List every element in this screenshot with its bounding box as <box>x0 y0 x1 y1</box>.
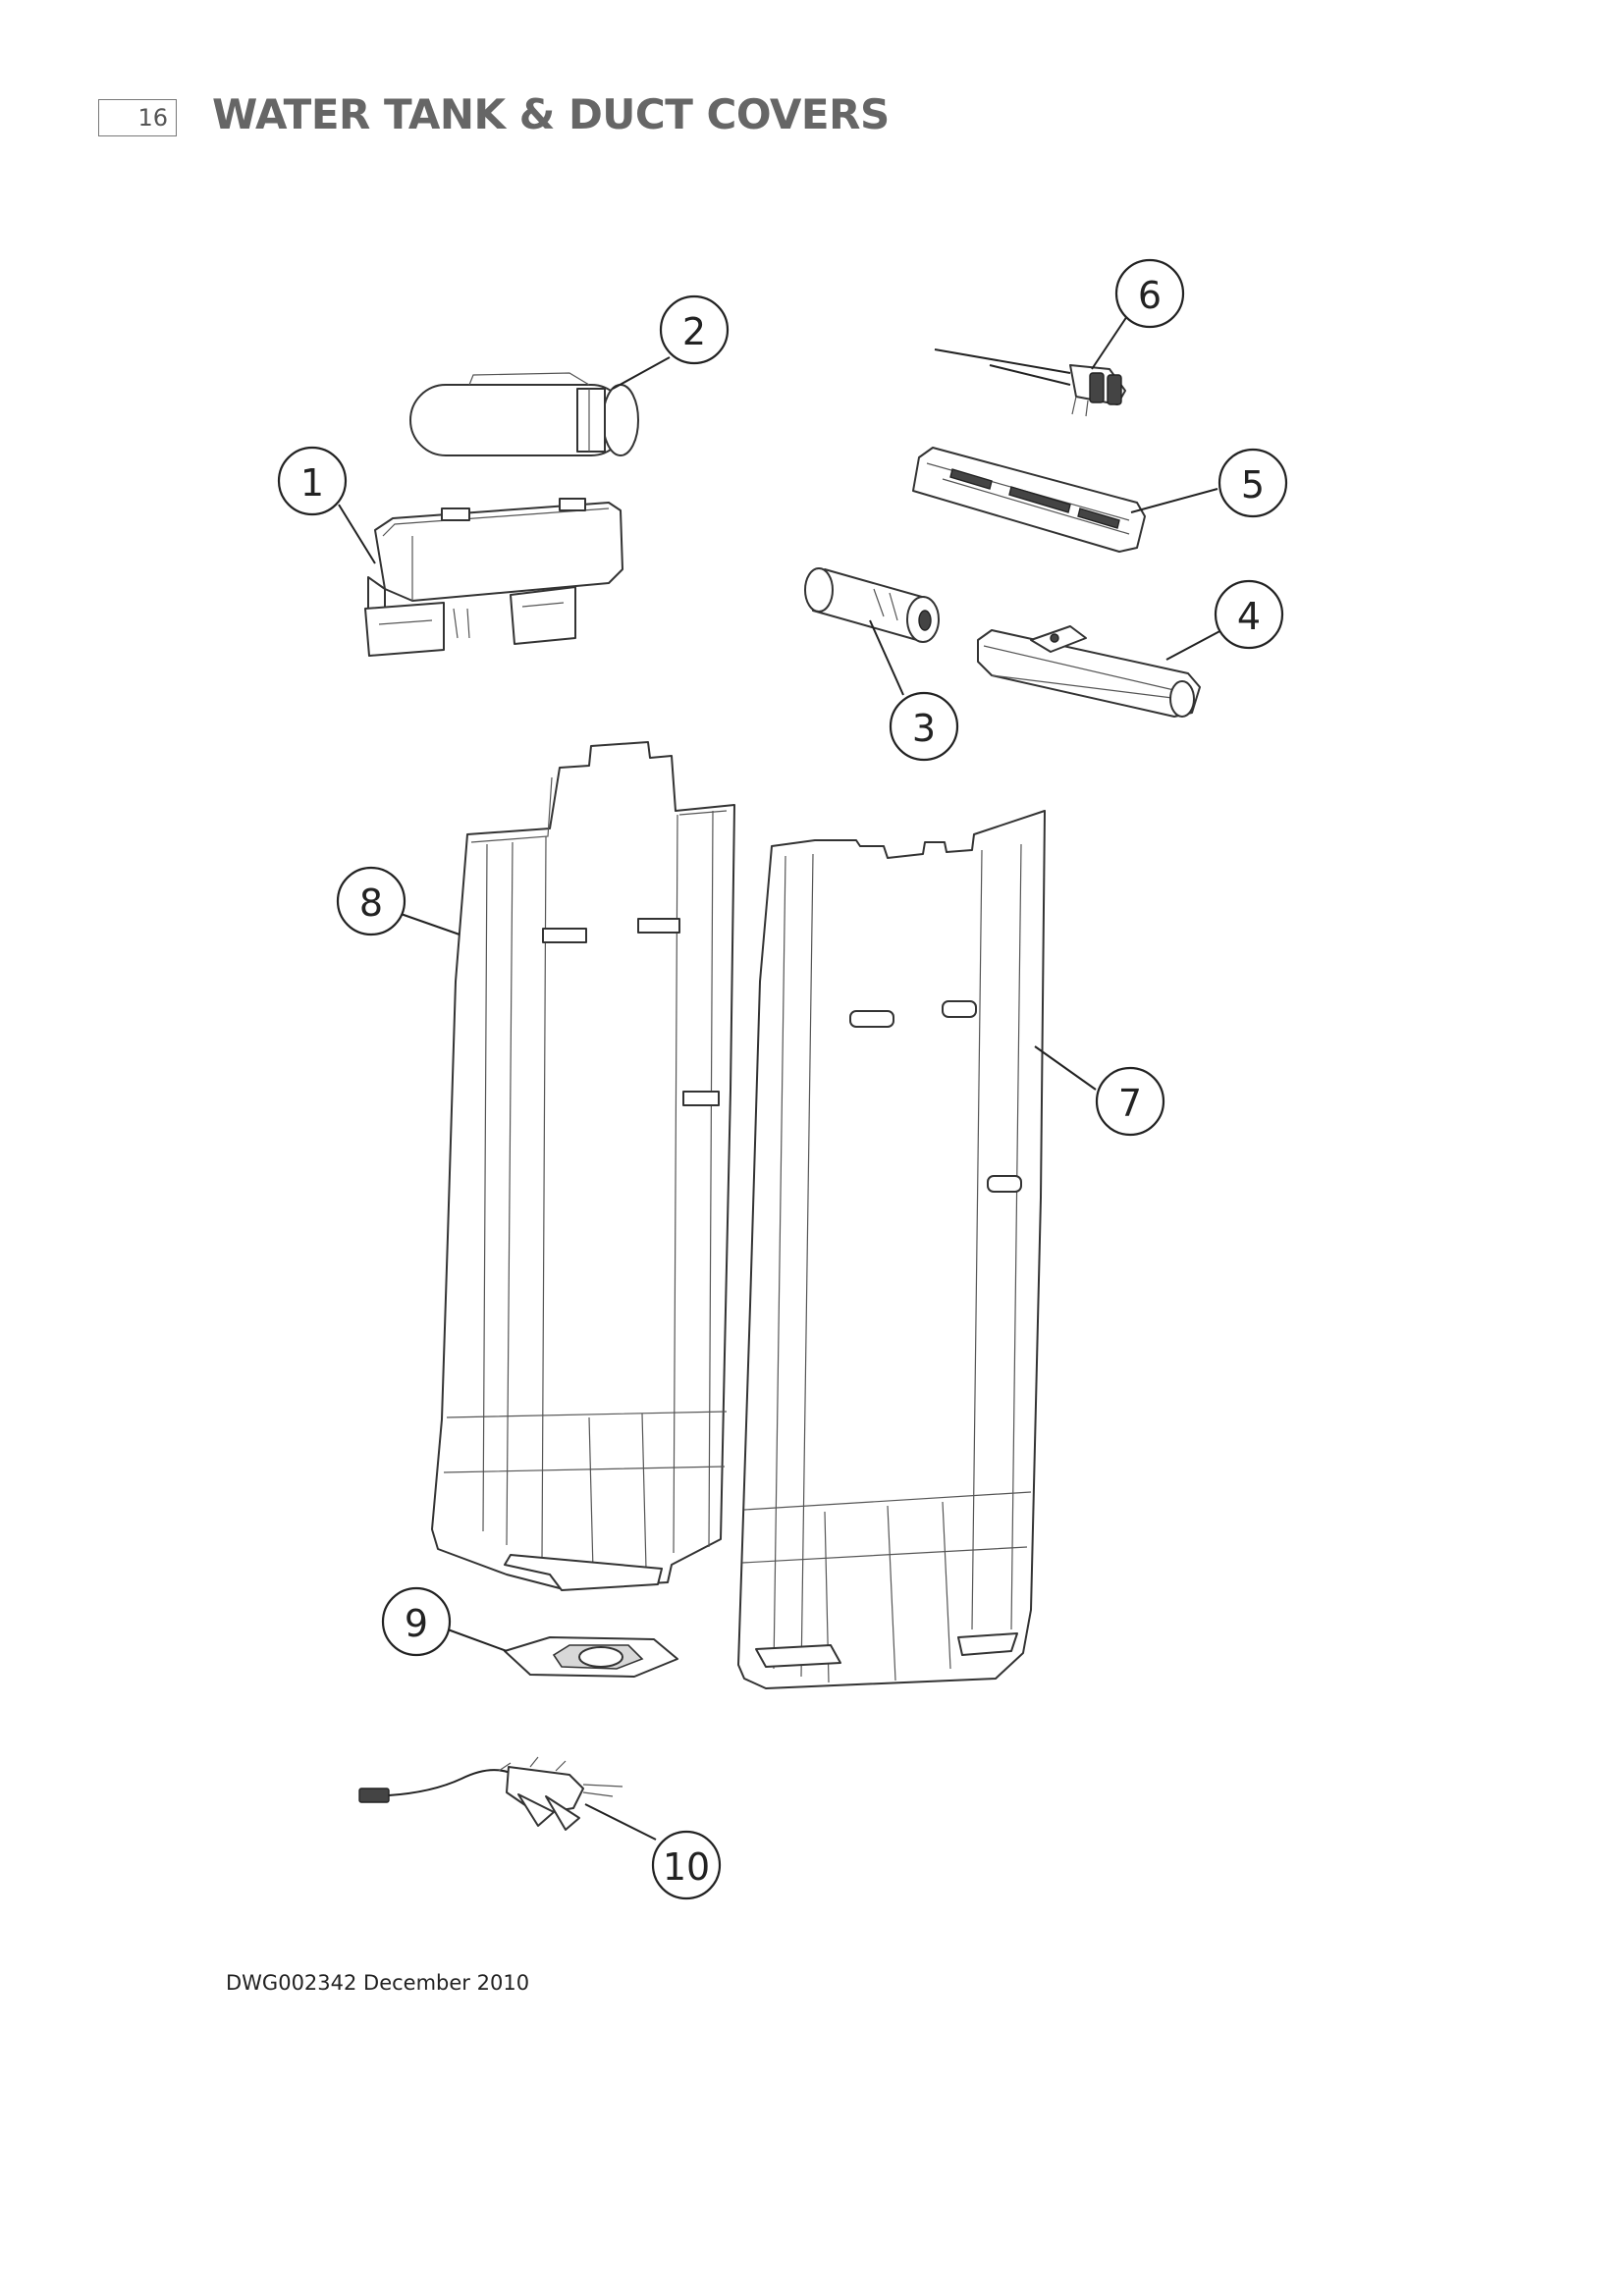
leader-3 <box>869 619 904 696</box>
page-title: WATER TANK & DUCT COVERS <box>212 90 890 138</box>
callout-2-label: 2 <box>682 310 706 353</box>
callout-1-label: 1 <box>300 461 324 505</box>
part-8-left-duct-cover <box>431 741 735 1591</box>
callout-9-label: 9 <box>405 1602 428 1645</box>
callout-7: 7 <box>1095 1066 1165 1137</box>
leader-5 <box>1130 488 1218 513</box>
part-5-rail <box>912 447 1146 553</box>
page-number: 16 <box>98 99 177 136</box>
callout-2: 2 <box>659 294 730 365</box>
callout-9: 9 <box>381 1586 452 1657</box>
callout-6-label: 6 <box>1138 274 1162 317</box>
leader-7 <box>1034 1045 1097 1091</box>
callout-10-label: 10 <box>663 1845 710 1889</box>
callout-7-label: 7 <box>1118 1082 1142 1125</box>
drawing-reference: DWG002342 December 2010 <box>226 1971 530 1995</box>
callout-10: 10 <box>651 1830 722 1900</box>
leader-4 <box>1165 627 1226 661</box>
part-7-right-duct-cover <box>737 810 1046 1689</box>
part-9-gasket <box>504 1636 678 1678</box>
leader-2 <box>612 356 671 390</box>
callout-5-label: 5 <box>1241 463 1265 507</box>
part-4-tray <box>977 625 1201 718</box>
callout-5: 5 <box>1218 448 1288 518</box>
callout-1: 1 <box>277 446 348 516</box>
leader-9 <box>447 1629 508 1652</box>
leader-6 <box>1091 315 1128 370</box>
callout-4: 4 <box>1214 579 1284 650</box>
callout-8-label: 8 <box>359 881 383 925</box>
callout-3-label: 3 <box>912 707 936 750</box>
part-10-wiring-harness <box>358 1756 623 1831</box>
callout-3: 3 <box>889 691 959 762</box>
callout-4-label: 4 <box>1237 595 1261 638</box>
part-1-tank-top-cover <box>364 498 623 657</box>
callout-6: 6 <box>1114 258 1185 329</box>
leader-10 <box>584 1803 657 1841</box>
callout-8: 8 <box>336 866 406 936</box>
part-3-small-cylinder <box>804 567 940 643</box>
leader-1 <box>338 504 376 564</box>
part-6-valve <box>934 348 1126 417</box>
part-2-filter-cylinder <box>409 372 639 456</box>
